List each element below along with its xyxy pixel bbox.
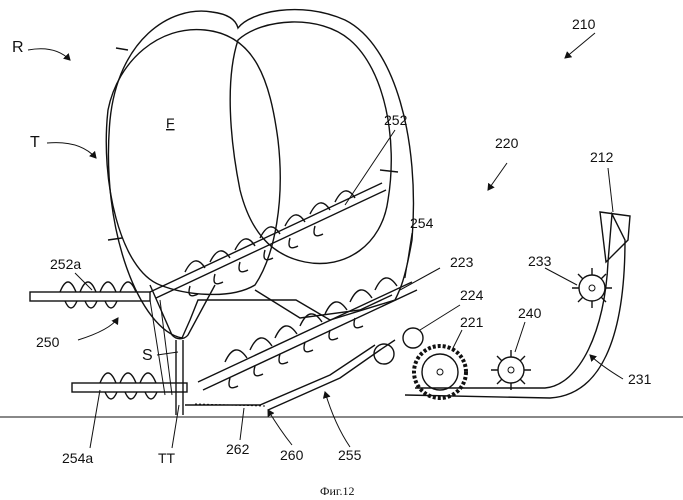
label-260: 260 (280, 447, 304, 463)
label-254a: 254a (62, 450, 93, 466)
label-221: 221 (460, 314, 484, 330)
star-wheel-240 (491, 350, 531, 390)
label-S: S (142, 347, 153, 364)
label-262: 262 (226, 441, 250, 457)
label-223: 223 (450, 254, 474, 270)
label-R: R (12, 39, 24, 56)
tank-outer-frame (108, 10, 413, 338)
roller-224 (403, 328, 423, 348)
drum-221-inner (422, 354, 458, 390)
figure-caption: Фиг.12 (320, 484, 354, 498)
tank-inner-right-lobe (230, 22, 391, 264)
label-255: 255 (338, 447, 362, 463)
floor-plate-255 (185, 340, 395, 410)
label-F: F (166, 115, 175, 131)
label-254: 254 (410, 215, 434, 231)
label-224: 224 (460, 287, 484, 303)
label-TT: TT (158, 450, 176, 466)
tank-inner-left-lobe (106, 30, 280, 295)
star-wheel-233 (572, 268, 612, 308)
drum-221-hub (437, 369, 443, 375)
support-leg-2 (160, 300, 172, 395)
tank-funnel (150, 285, 215, 339)
upper-auger-252 (150, 183, 386, 298)
lower-auger-254 (198, 278, 417, 390)
label-250: 250 (36, 334, 60, 350)
tank-funnel-right (255, 290, 392, 318)
label-220: 220 (495, 135, 519, 151)
frame-strut-lower-right (380, 170, 398, 172)
label-240: 240 (518, 305, 542, 321)
label-T: T (30, 134, 40, 151)
label-233: 233 (528, 253, 552, 269)
leader-lines (28, 33, 623, 448)
auger-252a (30, 282, 150, 308)
label-212: 212 (590, 149, 614, 165)
frame-strut-upper (116, 48, 128, 50)
label-252a: 252a (50, 256, 81, 272)
label-252: 252 (384, 112, 408, 128)
label-231: 231 (628, 371, 652, 387)
frame-strut-lower-left (108, 238, 122, 240)
label-210: 210 (572, 16, 596, 32)
